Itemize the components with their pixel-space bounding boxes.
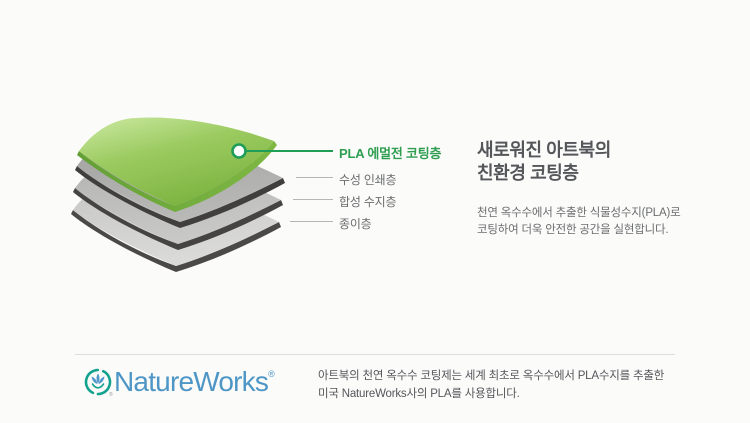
- svg-text:®: ®: [109, 391, 113, 397]
- section-body-line1: 천연 옥수수에서 추출한 식물성수지(PLA)로: [477, 207, 681, 219]
- coating-layer-label: PLA 에멀전 코팅층: [339, 146, 442, 161]
- section-body: 천연 옥수수에서 추출한 식물성수지(PLA)로 코팅하여 더욱 안전한 공간을…: [477, 205, 681, 238]
- layer-stack-illustration: [71, 117, 285, 272]
- section-heading-line2: 친환경 코팅층: [477, 163, 579, 183]
- resin-callout-line: [293, 199, 333, 200]
- section-body-line2: 코팅하여 더욱 안전한 공간을 실현합니다.: [477, 223, 669, 236]
- natureworks-wordmark-text: NatureWorks: [114, 366, 269, 397]
- paper-callout-line: [290, 221, 333, 222]
- coating-marker-dot: [231, 143, 247, 159]
- section-heading: 새로워진 아트북의 친환경 코팅층: [477, 139, 611, 185]
- print-layer-label: 수성 인쇄층: [339, 173, 397, 187]
- footer-note-line2: 미국 NatureWorks사의 PLA를 사용합니다.: [318, 387, 520, 400]
- registered-mark: ®: [268, 369, 275, 379]
- section-heading-line1: 새로워진 아트북의: [477, 140, 611, 160]
- footer-note: 아트북의 천연 옥수수 코팅제는 세계 최초로 옥수수에서 PLA수지를 추출한…: [318, 368, 664, 403]
- natureworks-wordmark: NatureWorks®: [114, 366, 275, 398]
- print-callout-line: [296, 177, 333, 178]
- paper-layer-label: 종이층: [339, 217, 372, 231]
- footer-divider: [75, 354, 675, 355]
- coating-callout-line: [246, 150, 333, 152]
- natureworks-logo-icon: ®: [84, 368, 113, 397]
- resin-layer-label: 합성 수지층: [339, 195, 397, 209]
- footer-note-line1: 아트북의 천연 옥수수 코팅제는 세계 최초로 옥수수에서 PLA수지를 추출한: [318, 370, 665, 382]
- coating-layer-shape: [77, 117, 277, 212]
